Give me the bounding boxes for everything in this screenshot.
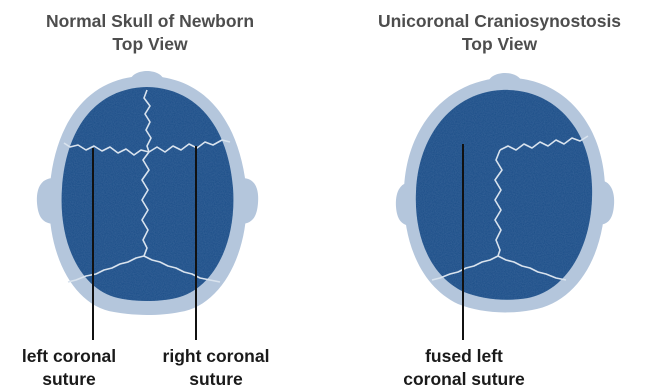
fused-left-coronal-suture-label: fused left coronal suture: [390, 345, 538, 391]
left-coronal-label-line2: suture: [0, 368, 138, 391]
craniosynostosis-skull: [396, 73, 614, 340]
fused-label-line2: coronal suture: [390, 368, 538, 391]
craniosynostosis-skull-bones: [416, 90, 592, 300]
normal-skull: [37, 71, 258, 340]
left-coronal-label-line1: left coronal: [0, 345, 138, 368]
fused-label-line1: fused left: [390, 345, 538, 368]
right-coronal-suture-label: right coronal suture: [146, 345, 286, 391]
right-coronal-label-line2: suture: [146, 368, 286, 391]
right-coronal-label-line1: right coronal: [146, 345, 286, 368]
left-coronal-suture-label: left coronal suture: [0, 345, 138, 391]
